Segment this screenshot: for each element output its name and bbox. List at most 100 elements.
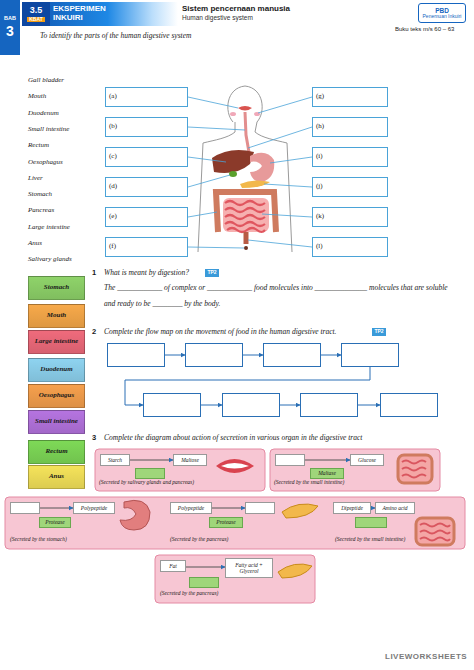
word-list-item: Rectum xyxy=(28,141,100,149)
question-text: Complete the flow map on the movement of… xyxy=(104,327,369,336)
secretion-band: (Secreted by the pancreas) Fat Fatty acid … xyxy=(155,555,315,603)
substance-box xyxy=(10,502,40,514)
answer-box: (g) xyxy=(312,87,388,107)
flow-box xyxy=(380,393,438,417)
leader-line xyxy=(188,97,312,248)
answer-box: (d) xyxy=(105,177,188,197)
substance-box: Dipeptide xyxy=(333,502,371,514)
secretion-band: (Secreted by salivary glands and pancrea… xyxy=(95,449,265,491)
word-tile: Large intestine xyxy=(28,330,85,354)
node-text: (i) xyxy=(316,153,323,161)
word-tile: Stomach xyxy=(28,276,85,300)
page-subtitle: Human digestive system xyxy=(182,14,382,22)
flow-arrow xyxy=(280,405,300,406)
question-number: 1 xyxy=(92,268,102,277)
flow-arrow xyxy=(305,460,350,461)
intestine-picture xyxy=(416,518,454,545)
node-text: Polypeptide xyxy=(81,505,107,511)
flow-arrow xyxy=(243,355,263,356)
substance-box xyxy=(245,502,275,514)
node-text: Mouth xyxy=(47,312,66,320)
enzyme-box xyxy=(189,577,219,588)
stomach-organ xyxy=(250,153,274,182)
node-text: Oesophagus xyxy=(39,392,74,400)
word-list-item: Mouth xyxy=(28,92,100,100)
word-tile: Rectum xyxy=(28,440,85,464)
substance-box: Polypeptide xyxy=(170,502,212,514)
node-text: TP2 xyxy=(374,329,383,335)
word-tile: Small intestine xyxy=(28,410,85,434)
flow-box xyxy=(341,343,399,367)
answer-box: (e) xyxy=(105,207,188,227)
flow-box xyxy=(185,343,243,367)
node-text: BAB xyxy=(4,15,16,21)
flow-arrow xyxy=(165,355,185,356)
flow-box xyxy=(300,393,358,417)
node-text: Fatty acid + Glycerol xyxy=(227,562,271,574)
flow-arrow xyxy=(40,508,73,509)
question-text: Complete the diagram about action of sec… xyxy=(104,433,449,442)
node-text: (h) xyxy=(316,123,324,131)
substance-box: Amino acid xyxy=(375,502,415,514)
node-text: Small intestine xyxy=(35,418,78,426)
secretion-band xyxy=(270,449,440,491)
word-list-item: Stomach xyxy=(28,190,100,198)
secretion-note: (Secreted by salivary glands and pancrea… xyxy=(99,479,194,485)
flow-box xyxy=(107,343,165,367)
large-intestine-organ xyxy=(216,192,276,232)
enzyme-box xyxy=(355,517,387,528)
tp-badge: TP2 xyxy=(372,328,386,336)
body-figure xyxy=(198,86,292,252)
flow-arrow xyxy=(186,567,225,568)
fill-in-text: The ____________ of complex or _________… xyxy=(104,280,449,312)
node-text: (d) xyxy=(109,183,117,191)
enzyme-box: Protease xyxy=(39,517,71,528)
word-tile: Mouth xyxy=(28,304,85,328)
node-text: (j) xyxy=(316,183,323,191)
flow-arrow xyxy=(130,460,173,461)
node-text: Polypeptide xyxy=(178,505,204,511)
flow-box xyxy=(143,393,201,417)
watermark: LIVEWORKSHEETS xyxy=(385,652,471,662)
node-text: Starch xyxy=(108,457,122,463)
node-text: Amino acid xyxy=(382,505,407,511)
node-text: Fat xyxy=(169,563,177,569)
flow-arrow xyxy=(212,508,245,509)
answer-box: (h) xyxy=(312,117,388,137)
section-number: 3.5KBAT xyxy=(22,2,50,26)
intestine-picture xyxy=(398,455,432,483)
node-text: Rectum xyxy=(45,448,67,456)
flow-arrow xyxy=(358,405,380,406)
answer-box: (b) xyxy=(105,117,188,137)
word-tile: Anus xyxy=(28,465,85,489)
node-text: (k) xyxy=(316,213,324,221)
substance-box: Polypeptide xyxy=(73,502,115,514)
flow-box xyxy=(222,393,280,417)
secretion-note: (Secreted by the stomach) xyxy=(10,536,67,542)
textbook-ref: Buku teks m/s 60 – 63 xyxy=(395,26,473,33)
secretion-note: (Secreted by the pancreas) xyxy=(160,590,218,596)
rectum-organ xyxy=(244,232,249,244)
anus-organ xyxy=(244,246,248,250)
flow-arrow xyxy=(321,355,341,356)
node-text: (l) xyxy=(316,243,323,251)
node-text: (e) xyxy=(109,213,117,221)
node-text: PBD xyxy=(435,7,449,14)
question-number: 2 xyxy=(92,327,102,336)
secretion-band: (Secreted by the stomach)(Secreted by th… xyxy=(5,497,465,549)
word-list-item: Small intestine xyxy=(28,125,100,133)
chapter-tab: BAB3 xyxy=(0,0,20,55)
substance-box: Fatty acid + Glycerol xyxy=(225,558,273,578)
answer-box: (l) xyxy=(312,237,388,257)
node-text: (f) xyxy=(109,243,116,251)
answer-box: (i) xyxy=(312,147,388,167)
answer-box: (k) xyxy=(312,207,388,227)
flow-arrow xyxy=(201,405,222,406)
node-text: Protease xyxy=(45,519,64,525)
node-text: Large intestine xyxy=(35,338,78,346)
answer-box: (c) xyxy=(105,147,188,167)
word-list-item: Liver xyxy=(28,174,100,182)
secretion-note: (Secreted by the small intestine) xyxy=(274,479,344,485)
salivary-gland xyxy=(230,112,236,116)
word-list-item: Duodenum xyxy=(28,109,100,117)
